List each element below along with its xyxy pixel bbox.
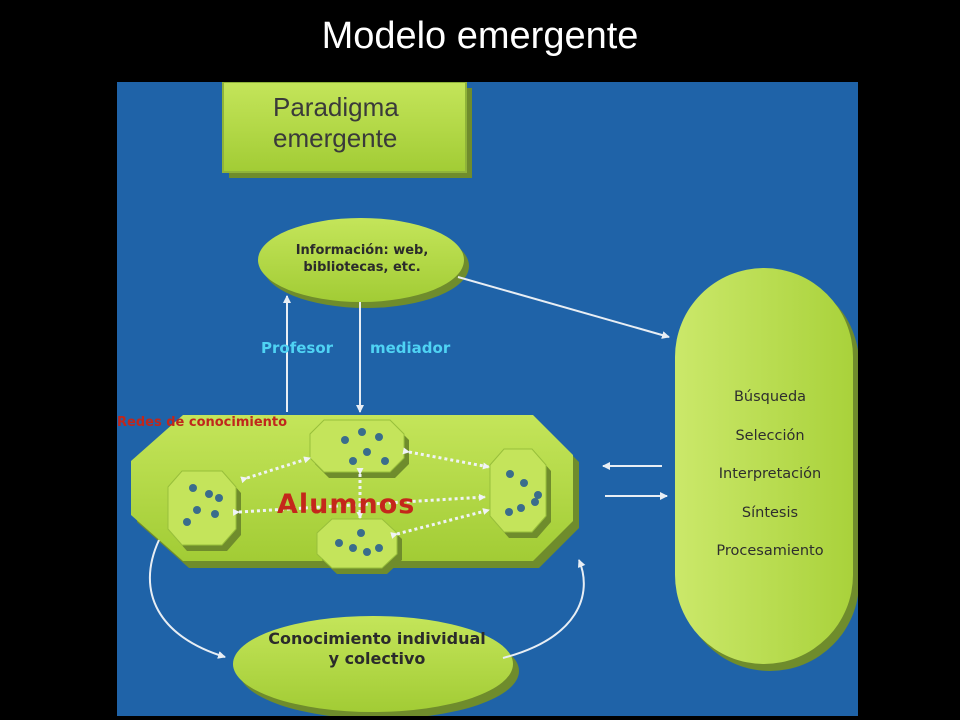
proceso-sintesis: Síntesis	[741, 504, 799, 521]
proceso-busqueda: Búsqueda	[733, 389, 807, 405]
node-bottom	[316, 518, 402, 574]
conoc-ellipse	[233, 616, 513, 712]
mediador-label: mediador	[370, 339, 451, 357]
alumnos-label: Alumnos	[277, 489, 416, 520]
diagram-canvas	[131, 82, 858, 716]
diagram-panel: Paradigma emergente Información: web, bi…	[117, 82, 858, 716]
info-ellipse	[258, 218, 464, 302]
proceso-procesamiento: Procesamiento	[716, 543, 824, 559]
proceso-pill	[675, 268, 853, 664]
redes-label: Redes de conocimiento	[117, 415, 288, 430]
node-top	[309, 419, 409, 478]
info-label: Información: web, bibliotecas, etc.	[295, 243, 429, 275]
node-right	[489, 448, 551, 538]
flow-arrows	[149, 276, 670, 659]
proceso-interpretacion: Interpretación	[718, 466, 822, 482]
profesor-label: Profesor	[261, 339, 334, 357]
slide-title: Modelo emergente	[321, 15, 639, 57]
conocimiento-label: Conocimiento individual y colectivo	[268, 629, 486, 668]
proceso-seleccion: Selección	[735, 427, 805, 444]
paradigma-label: Paradigma emergente	[273, 92, 399, 153]
paradigma-box	[222, 82, 467, 173]
proceso-list: Búsqueda Selección Interpretación Síntes…	[683, 378, 857, 571]
node-left	[167, 470, 241, 551]
network-links	[232, 447, 490, 539]
